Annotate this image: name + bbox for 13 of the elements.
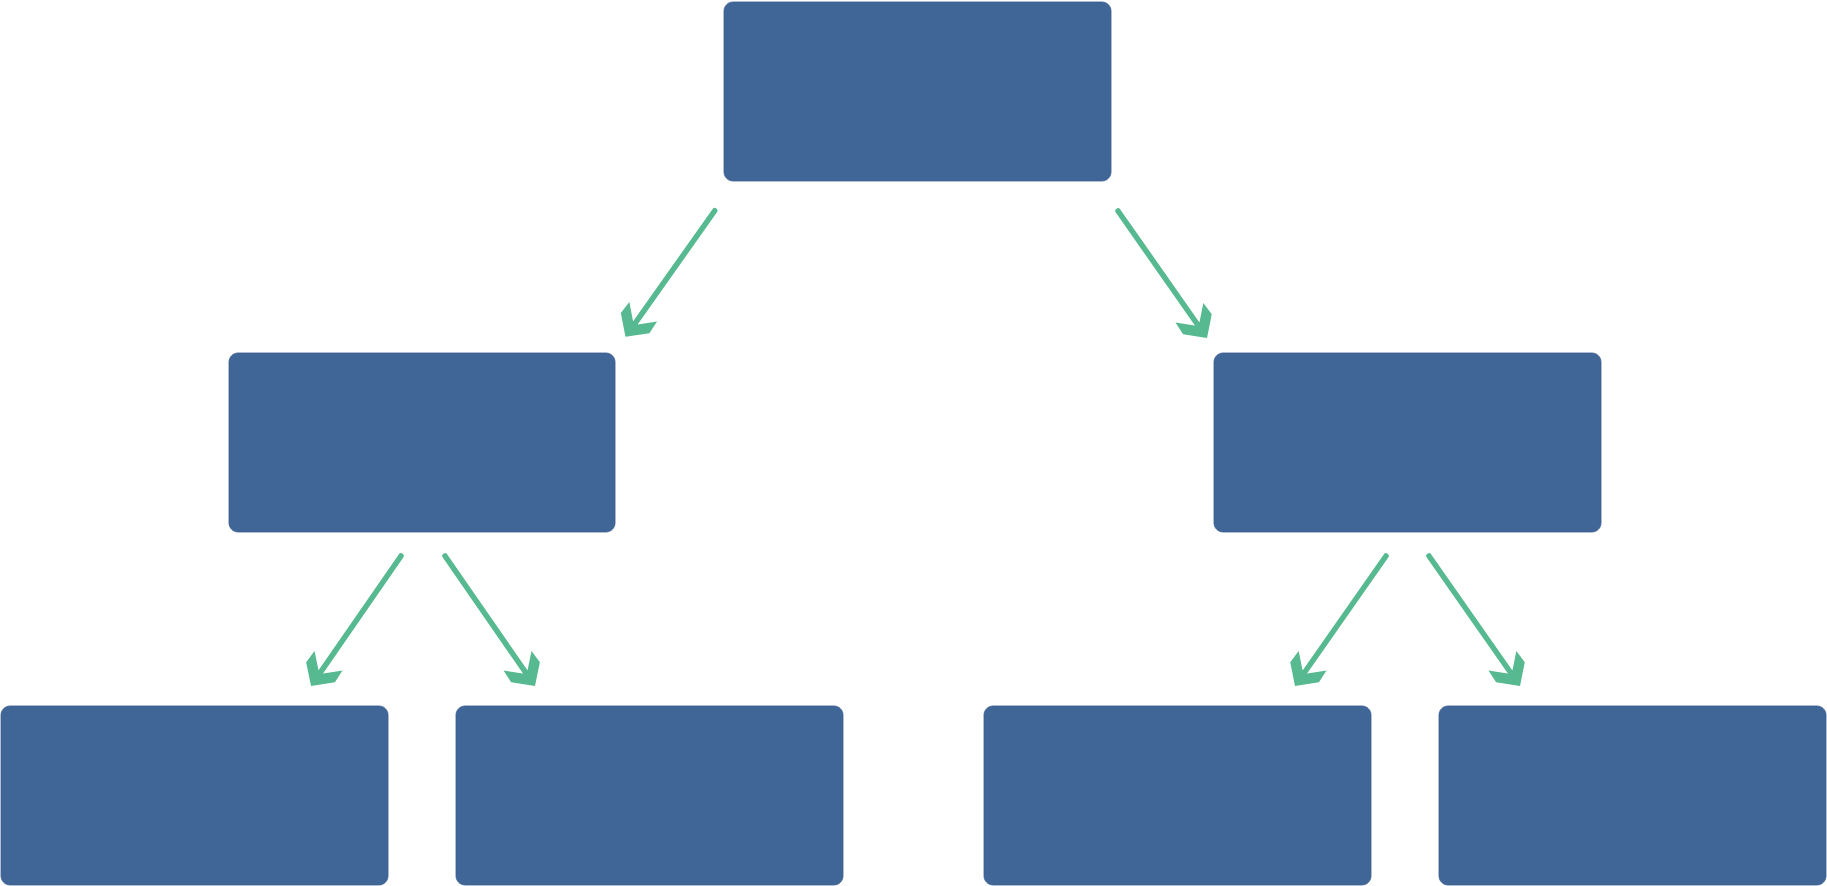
rounded-box <box>1213 352 1602 533</box>
rounded-box <box>723 1 1112 182</box>
arrow <box>1290 553 1389 686</box>
rounded-box <box>228 352 616 533</box>
arrow <box>620 208 718 337</box>
rounded-box <box>983 705 1372 886</box>
arrow <box>442 553 540 686</box>
arrow <box>306 553 404 686</box>
arrow <box>1426 553 1525 686</box>
arrow <box>1115 208 1212 338</box>
rounded-box <box>0 705 389 886</box>
rounded-box <box>1438 705 1827 886</box>
rounded-box <box>455 705 844 886</box>
